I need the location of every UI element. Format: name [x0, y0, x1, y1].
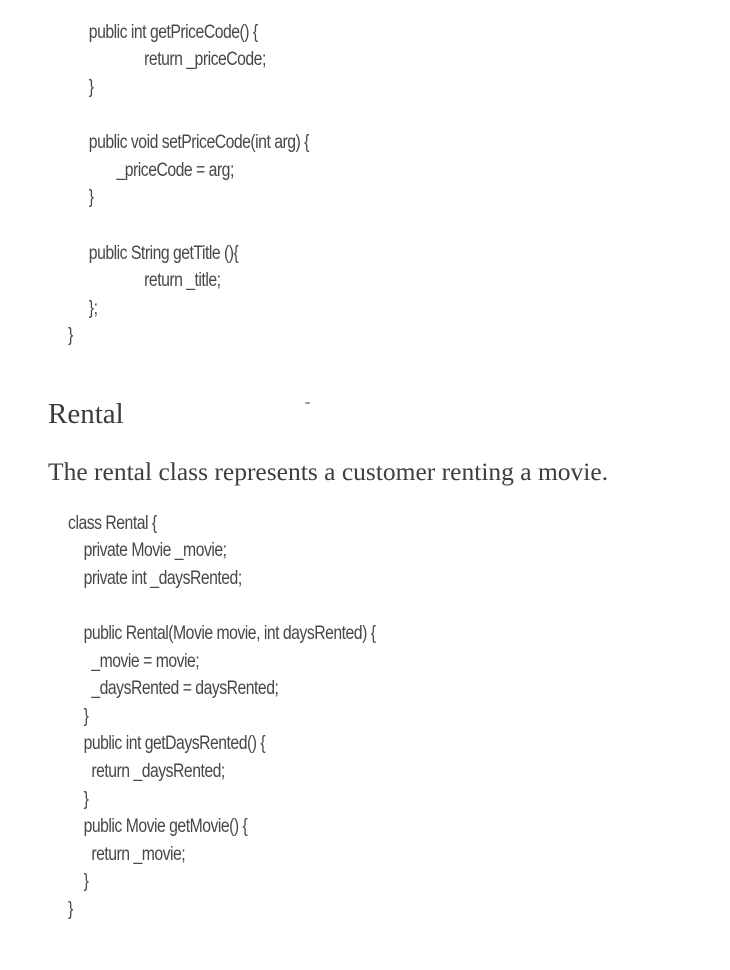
- code-line: }: [68, 706, 89, 727]
- code-line: };: [88, 298, 98, 319]
- code-line: public int getDaysRented() {: [68, 733, 266, 754]
- code-line: }: [68, 789, 89, 810]
- code-line: public Movie getMovie() {: [68, 816, 248, 837]
- code-line: public Rental(Movie movie, int daysRente…: [68, 623, 376, 644]
- section-description: The rental class represents a customer r…: [48, 457, 609, 486]
- code-line: return _title;: [128, 270, 221, 291]
- code-line: }: [68, 325, 73, 346]
- stray-mark: [305, 402, 310, 404]
- code-line: }: [88, 187, 94, 208]
- code-line: _priceCode = arg;: [108, 160, 234, 181]
- code-line: public void setPriceCode(int arg) {: [88, 132, 310, 153]
- code-line: return _priceCode;: [128, 49, 266, 70]
- code-line: }: [68, 871, 89, 892]
- code-line: private Movie _movie;: [68, 540, 227, 561]
- code-line: return _movie;: [68, 844, 186, 865]
- code-line: _daysRented = daysRented;: [68, 678, 279, 699]
- code-line: public int getPriceCode() {: [88, 22, 258, 43]
- code-line: }: [68, 899, 73, 920]
- section-heading: Rental: [48, 398, 124, 430]
- code-line: _movie = movie;: [68, 651, 200, 672]
- code-line: private int _daysRented;: [68, 568, 243, 589]
- code-line: public String getTitle (){: [88, 243, 239, 264]
- code-line: class Rental {: [68, 513, 157, 534]
- code-line: }: [88, 77, 94, 98]
- code-line: return _daysRented;: [68, 761, 225, 782]
